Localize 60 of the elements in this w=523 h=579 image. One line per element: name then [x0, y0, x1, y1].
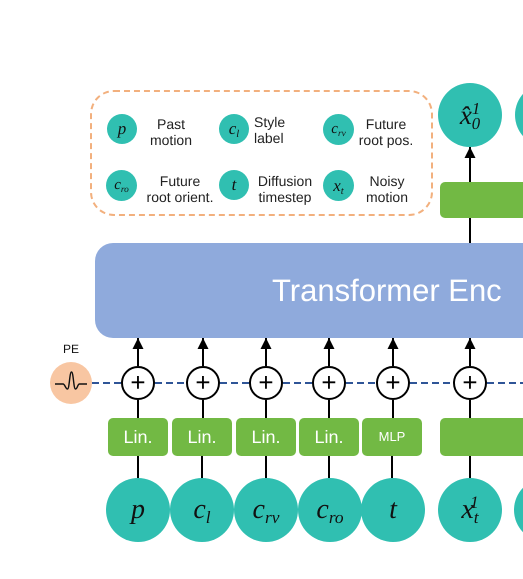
connector-line [328, 400, 330, 418]
sum-node: + [453, 366, 487, 400]
layer-block [440, 418, 523, 456]
layer-block [440, 182, 523, 218]
connector-line [392, 400, 394, 418]
sum-node: + [376, 366, 410, 400]
arrow [464, 338, 476, 366]
legend-description: Diffusion timestep [256, 173, 314, 205]
connector-line [469, 400, 471, 418]
layer-block: Lin. [172, 418, 232, 456]
connector-line [137, 400, 139, 418]
arrow [260, 338, 272, 366]
dashed-group-box [90, 90, 433, 216]
dashed-line [220, 382, 249, 384]
legend-description: Noisy motion [364, 173, 410, 205]
connector-line [469, 456, 471, 478]
encoder-block: Transformer Enc [95, 243, 523, 338]
layer-block: MLP [362, 418, 422, 456]
dashed-line [155, 382, 186, 384]
node-label: PE [62, 342, 80, 357]
layer-block: Lin. [236, 418, 296, 456]
sum-node: + [186, 366, 220, 400]
variable-circle: p [107, 114, 137, 144]
dashed-line [346, 382, 376, 384]
dashed-line [92, 382, 121, 384]
arrow [198, 338, 208, 366]
sum-node: + [121, 366, 155, 400]
dashed-line [410, 382, 453, 384]
variable-circle: c$_{l}$ [170, 478, 234, 542]
arrow [324, 338, 334, 366]
variable-circle: t [361, 478, 425, 542]
legend-description: Future root pos. [358, 116, 414, 148]
arrow [132, 338, 144, 366]
arrow [464, 147, 476, 182]
connector-line [391, 456, 393, 478]
variable-circle: t [219, 170, 249, 200]
connector-line [201, 456, 203, 478]
dashed-line [283, 382, 312, 384]
legend-description: Style label [254, 114, 286, 146]
connector-line [202, 400, 204, 418]
dashed-line [487, 382, 523, 384]
legend-description: Future root orient. [146, 173, 214, 205]
variable-circle: p [106, 478, 170, 542]
connector-line [137, 456, 139, 478]
layer-block: Lin. [108, 418, 168, 456]
variable-circle: c$_{rv}$ [323, 114, 354, 145]
sum-node: + [312, 366, 346, 400]
variable-circle: c$_{ro}$ [106, 170, 137, 201]
layer-block: Lin. [299, 418, 359, 456]
connector-line [265, 456, 267, 478]
variable-circle: c$_{l}$ [219, 114, 249, 144]
connector-line [265, 400, 267, 418]
variable-circle: c$_{ro}$ [298, 478, 362, 542]
variable-circle: c$_{rv}$ [234, 478, 298, 542]
connector-line [469, 218, 471, 243]
sum-node: + [249, 366, 283, 400]
variable-circle: x$_{t}$ [323, 170, 354, 201]
connector-line [328, 456, 330, 478]
legend-description: Past motion [148, 116, 194, 148]
arrow [388, 338, 398, 366]
